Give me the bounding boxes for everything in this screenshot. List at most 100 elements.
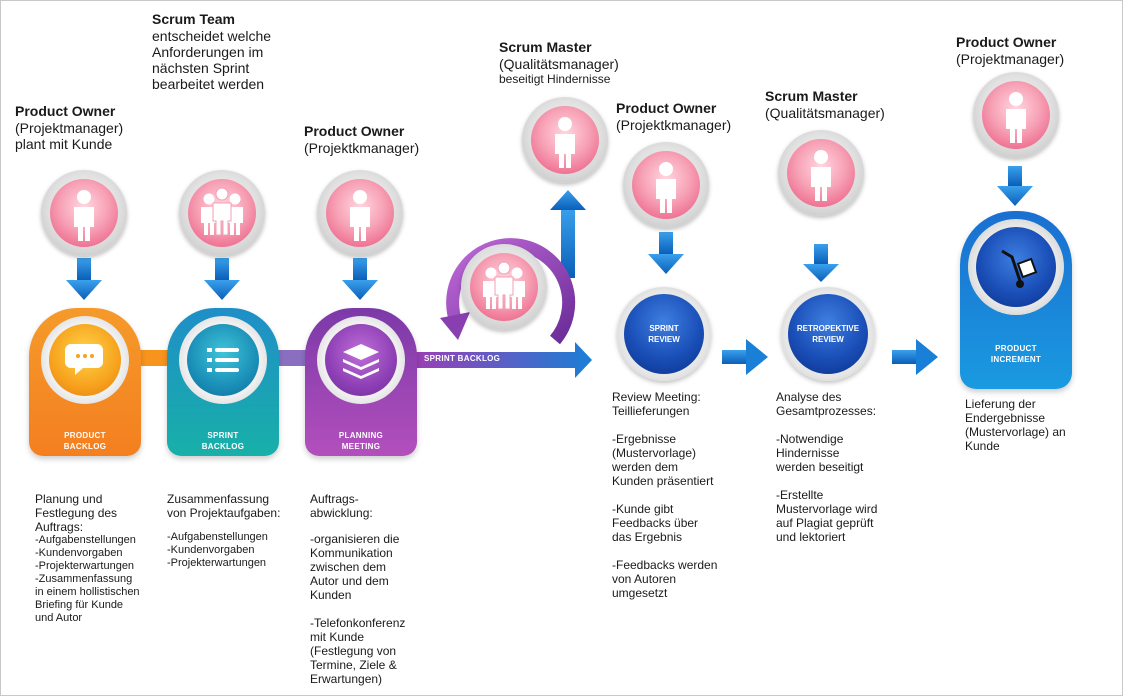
person-icon [811, 150, 831, 201]
up-arrow-scrum-master [550, 190, 586, 278]
desc-line: -Aufgabenstellungen [35, 534, 136, 546]
card-label: INCREMENT [990, 355, 1042, 364]
cycle-arrow-head [440, 312, 470, 340]
desc-title: abwicklung: [310, 506, 373, 520]
role-line: plant mit Kunde [15, 136, 113, 152]
desc-line: und lektoriert [776, 530, 846, 544]
person-avatar-2 [317, 170, 403, 256]
role-product-owner-1: Product Owner (Projektmanager) plant mit… [15, 103, 123, 152]
desc-line: -organisieren die [310, 532, 400, 546]
desc-line: auf Plagiat geprüft [776, 516, 874, 530]
down-arrow-6 [997, 166, 1033, 206]
desc-title: Zusammenfassung [167, 492, 270, 506]
desc-line: Kunden [310, 588, 352, 602]
desc-title: von Projektaufgaben: [167, 506, 281, 520]
desc-line: -Kunde gibt [612, 502, 674, 516]
right-arrow-1 [722, 339, 768, 375]
person-icon [555, 117, 575, 168]
desc-title: Planung und [35, 492, 103, 506]
layers-icon [343, 344, 379, 379]
desc-title: Gesamtprozesses: [776, 404, 877, 418]
role-line: (Projektmanager) [15, 120, 124, 136]
connector-teal-purple [278, 350, 308, 366]
desc-line: Kunden präsentiert [612, 474, 714, 488]
arrow-label-sprint-backlog: SPRINT BACKLOG [424, 354, 501, 363]
card-product-increment: PRODUCT INCREMENT [960, 211, 1072, 389]
list-icon [207, 348, 239, 372]
card-label: PLANNING [338, 431, 384, 440]
role-line: nächsten Sprint [152, 60, 250, 76]
description-sprint-review: Review Meeting: Teillieferungen -Ergebni… [612, 390, 752, 600]
card-label: BACKLOG [63, 442, 107, 451]
role-title: Scrum Master [765, 88, 858, 104]
desc-line: zwischen dem [310, 560, 387, 574]
role-line: entscheidet welche [152, 28, 272, 44]
desc-line: und Autor [35, 612, 83, 624]
desc-line: Endergebnisse [965, 411, 1046, 425]
role-scrum-master-2: Scrum Master (Qualitätsmanager) [765, 88, 885, 121]
role-product-owner-4: Product Owner (Projektmanager) [956, 34, 1064, 67]
card-label: MEETING [341, 442, 381, 451]
person-avatar-1 [41, 170, 127, 256]
down-arrow-5 [803, 244, 839, 282]
person-avatar-6 [973, 72, 1059, 158]
person-icon [656, 162, 676, 213]
review-label: RETROPEKTIVE [796, 324, 860, 333]
cycle-arrow [446, 238, 576, 345]
person-avatar-4 [623, 142, 709, 228]
connector-orange-teal [140, 350, 170, 366]
desc-line: von Autoren [612, 572, 677, 586]
role-line: (Qualitätsmanager) [765, 105, 885, 121]
desc-line: Lieferung der [965, 397, 1036, 411]
group-icon [201, 187, 243, 236]
person-avatar-3 [522, 97, 608, 183]
down-arrow-4 [648, 232, 684, 274]
person-icon [74, 190, 94, 241]
desc-title: Analyse des [776, 390, 842, 404]
desc-line: in einem hollistischen [35, 586, 140, 598]
desc-line: Hindernisse [776, 446, 840, 460]
role-line: Anforderungen im [152, 44, 264, 60]
role-line: (Qualitätsmanager) [499, 56, 619, 72]
desc-line: -Projekterwartungen [35, 560, 135, 572]
description-product-backlog: Planung und Festlegung des Auftrags: -Au… [35, 492, 165, 625]
role-line: beseitigt Hindernisse [499, 72, 611, 86]
sprint-backlog-arrow [414, 342, 592, 378]
desc-line: Briefing für Kunde [35, 599, 124, 611]
role-line: (Projektkmanager) [304, 140, 420, 156]
card-product-backlog: PRODUCT BACKLOG [29, 308, 141, 456]
desc-line: (Mustervorlage) [612, 446, 697, 460]
chat-bubbles-icon [65, 344, 103, 375]
description-planning-meeting: Auftrags- abwicklung: -organisieren die … [310, 492, 430, 686]
card-label: SPRINT [207, 431, 239, 440]
desc-line: Autor und dem [310, 574, 389, 588]
hand-truck-icon [1001, 249, 1038, 288]
review-label: SPRINT [649, 324, 679, 333]
sprint-review-circle: SPRINT REVIEW [617, 287, 711, 381]
card-planning-meeting: PLANNING MEETING [305, 308, 417, 456]
desc-title: Festlegung des [35, 506, 118, 520]
role-line: (Projektkmanager) [616, 117, 732, 133]
description-sprint-backlog: Zusammenfassung von Projektaufgaben: -Au… [167, 492, 302, 570]
desc-line: -Aufgabenstellungen [167, 531, 268, 543]
role-title: Product Owner [616, 100, 717, 116]
down-arrow-2 [204, 258, 240, 300]
desc-line: -Projekterwartungen [167, 557, 267, 569]
role-scrum-team: Scrum Team entscheidet welche Anforderun… [152, 11, 271, 92]
person-icon [1006, 92, 1026, 143]
description-product-increment: Lieferung der Endergebnisse (Mustervorla… [965, 397, 1095, 453]
desc-line: (Festlegung von [310, 644, 397, 658]
card-sprint-backlog: SPRINT BACKLOG [167, 308, 279, 456]
desc-line: -Zusammenfassung [35, 573, 133, 585]
card-label: PRODUCT [995, 344, 1037, 353]
role-scrum-master-1: Scrum Master (Qualitätsmanager) beseitig… [499, 39, 619, 87]
desc-line: -Kundenvorgaben [167, 544, 255, 556]
desc-line: -Feedbacks werden [612, 558, 718, 572]
role-title: Scrum Master [499, 39, 592, 55]
down-arrow-1 [66, 258, 102, 300]
role-product-owner-3: Product Owner (Projektkmanager) [616, 100, 731, 133]
person-avatar-5 [778, 130, 864, 216]
desc-title: Auftrags: [35, 520, 84, 534]
role-title: Product Owner [956, 34, 1057, 50]
